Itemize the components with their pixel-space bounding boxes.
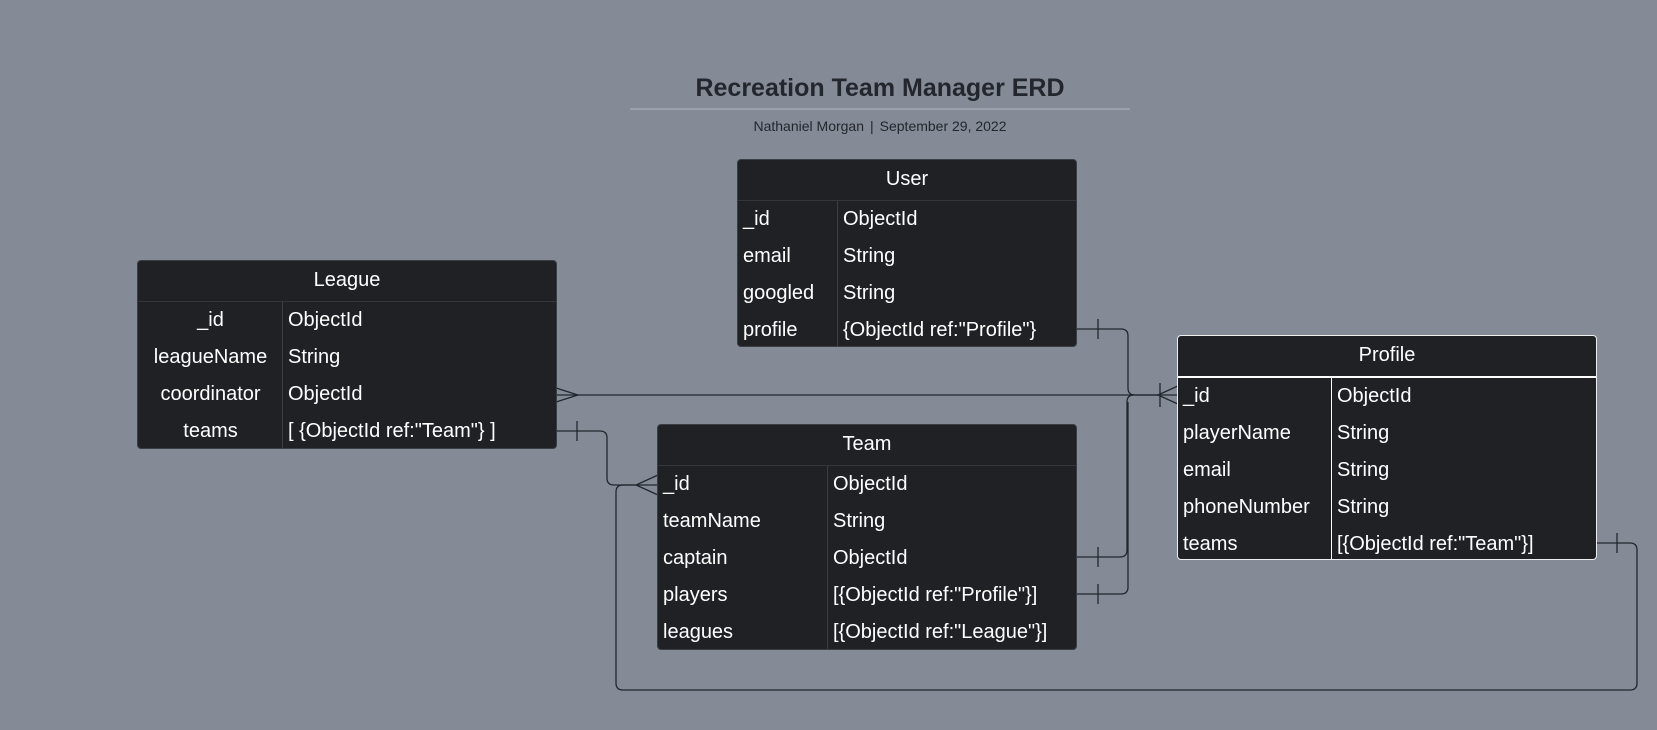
field-type: String [843,245,896,267]
field-type: String [1337,422,1390,444]
field-row[interactable]: captain ObjectId [658,540,1076,577]
field-name: leagueName [153,346,268,368]
field-type: ObjectId [833,547,908,569]
field-type: ObjectId [1337,385,1412,407]
field-name: phoneNumber [1183,496,1310,518]
field-row[interactable]: teams [ {ObjectId ref:"Team"} ] [138,413,556,448]
column-divider [1331,378,1332,559]
diagram-byline: Nathaniel Morgan | September 29, 2022 [630,118,1130,134]
field-row[interactable]: _id ObjectId [1178,378,1596,415]
field-name: _id [663,473,690,495]
field-row[interactable]: coordinator ObjectId [138,376,556,413]
entity-league-title[interactable]: League [138,261,556,302]
field-row[interactable]: profile {ObjectId ref:"Profile"} [738,312,1076,346]
connector-profile-team [615,484,1638,691]
entity-team-title[interactable]: Team [658,425,1076,466]
field-name: coordinator [160,383,261,405]
entity-user-title[interactable]: User [738,160,1076,201]
field-name: captain [663,547,728,569]
connector-user-profile [1077,328,1158,396]
field-type: ObjectId [843,208,918,230]
field-type: [{ObjectId ref:"Team"}] [1337,533,1534,555]
field-name: email [743,245,791,267]
field-name: players [663,584,728,606]
field-name: profile [743,319,798,341]
field-name: teams [183,420,238,442]
field-name: teams [1183,533,1238,555]
column-divider [282,302,283,448]
field-name: email [1183,459,1231,481]
connector-league-team [556,430,658,486]
field-name: leagues [663,621,734,643]
field-name: playerName [1183,422,1291,444]
field-row[interactable]: _id ObjectId [138,302,556,339]
field-row[interactable]: players [{ObjectId ref:"Profile"}] [658,577,1076,614]
field-row[interactable]: _id ObjectId [658,466,1076,503]
field-row[interactable]: email String [1178,452,1596,489]
field-name: _id [1183,385,1210,407]
field-row[interactable]: leagues [{ObjectId ref:"League"}] [658,614,1076,649]
field-row[interactable]: teams [{ObjectId ref:"Team"}] [1178,526,1596,559]
field-name: _id [197,309,224,331]
field-name: googled [743,282,815,304]
field-type: String [1337,496,1390,518]
entity-profile-title[interactable]: Profile [1178,336,1596,378]
field-type: [ {ObjectId ref:"Team"} ] [288,420,496,442]
field-name: _id [743,208,770,230]
column-divider [837,201,838,346]
field-type: ObjectId [833,473,908,495]
field-row[interactable]: googled String [738,275,1076,312]
field-row[interactable]: leagueName String [138,339,556,376]
connector-team-players [1077,402,1129,595]
crowsfoot-league-many-icon [555,387,581,403]
field-type: String [843,282,896,304]
title-divider [630,108,1130,110]
field-type: String [833,510,886,532]
author-name[interactable]: Nathaniel Morgan [753,118,864,134]
field-type: [{ObjectId ref:"Profile"}] [833,584,1038,606]
field-type: ObjectId [288,383,363,405]
field-type: String [288,346,341,368]
field-row[interactable]: _id ObjectId [738,201,1076,238]
field-row[interactable]: playerName String [1178,415,1596,452]
column-divider [827,466,828,649]
diagram-header: Recreation Team Manager ERD Nathaniel Mo… [630,68,1130,134]
diagram-date[interactable]: September 29, 2022 [879,118,1007,134]
field-type: ObjectId [288,309,363,331]
field-row[interactable]: teamName String [658,503,1076,540]
field-type: {ObjectId ref:"Profile"} [843,319,1037,341]
field-row[interactable]: phoneNumber String [1178,489,1596,526]
connector-team-captain [1077,394,1135,558]
field-name: teamName [663,510,761,532]
diagram-title[interactable]: Recreation Team Manager ERD [695,74,1065,102]
field-row[interactable]: email String [738,238,1076,275]
byline-separator: | [870,118,874,134]
field-type: String [1337,459,1390,481]
field-type: [{ObjectId ref:"League"}] [833,621,1048,643]
